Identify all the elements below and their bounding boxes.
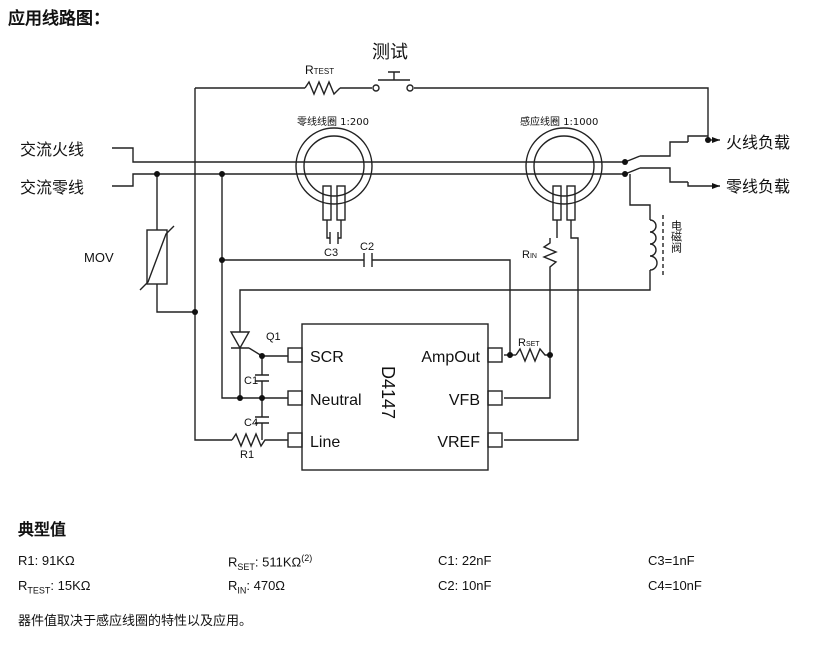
r-test-label: RTEST — [305, 63, 334, 77]
r-test-resistor — [304, 80, 341, 96]
test-button-label: 测试 — [372, 42, 408, 63]
neutral-wire — [221, 174, 288, 399]
c3-capacitor — [329, 232, 339, 244]
solenoid-wire — [239, 174, 651, 320]
test-switch — [372, 71, 414, 92]
ac-live-label: 交流火线 — [20, 140, 84, 159]
r-in-value: RIN: 470Ω — [228, 578, 286, 596]
r1-value: R1: 91KΩ — [18, 553, 75, 568]
mov-wires — [156, 174, 195, 313]
r-in-resistor — [542, 238, 558, 355]
ac-neutral-wire — [112, 173, 625, 187]
c2-wire — [222, 259, 511, 355]
sense-coil-label: 感应线圈 1:1000 — [520, 115, 598, 128]
ac-neutral-label: 交流零线 — [20, 178, 84, 197]
c2-value: C2: 10nF — [438, 578, 492, 593]
test-wire — [195, 87, 709, 140]
pin-vfb: VFB — [449, 392, 480, 409]
live-load-label: 火线负载 — [726, 133, 790, 152]
junction-dots — [154, 137, 711, 401]
r1-resistor — [231, 432, 288, 448]
r-set-value: RSET: 511KΩ(2) — [228, 553, 313, 572]
pin-neutral: Neutral — [310, 392, 362, 409]
scr-q1 — [229, 320, 288, 398]
r-set-resistor — [515, 347, 550, 363]
zero-coil-label: 零线线圈 1:200 — [297, 115, 369, 128]
test-return-wire — [194, 88, 232, 441]
c3-wires — [326, 220, 342, 239]
c1-value: C1: 22nF — [438, 553, 492, 568]
r-in-label: RIN — [522, 249, 537, 261]
mov-label: MOV — [84, 250, 114, 265]
r1-label: R1 — [240, 449, 254, 461]
mov-body — [146, 229, 168, 285]
typical-values-title: 典型值 — [18, 520, 67, 539]
c1-capacitor — [255, 356, 269, 398]
note-text: 器件值取决于感应线圈的特性以及应用。 — [18, 614, 253, 629]
ac-live-wire — [112, 147, 625, 163]
load-wires — [687, 135, 720, 187]
r-test-value: RTEST: 15KΩ — [18, 578, 91, 596]
pin-ampout: AmpOut — [421, 349, 480, 366]
pin-vref: VREF — [437, 434, 480, 451]
q1-label: Q1 — [266, 331, 281, 343]
c3-label: C3 — [324, 247, 338, 259]
c2-capacitor — [363, 253, 373, 267]
chip-name: D4147 — [378, 366, 398, 419]
zero-coil — [295, 127, 373, 221]
r-set-label: RSET — [518, 337, 540, 349]
solenoid-label: 电磁阀 — [670, 220, 683, 254]
c3-value: C3=1nF — [648, 553, 695, 568]
c4-value: C4=10nF — [648, 578, 702, 593]
pin-scr: SCR — [310, 349, 344, 366]
c4-label: C4 — [244, 417, 258, 429]
vfb-wire — [504, 355, 551, 399]
pin-line: Line — [310, 434, 340, 451]
c2-label: C2 — [360, 241, 374, 253]
circuit-diagram: 测试 RTEST 零线线圈 1:200 感应线圈 1:1000 交流火线 交流零… — [20, 42, 790, 471]
c1-label: C1 — [244, 375, 258, 387]
neutral-load-label: 零线负载 — [726, 177, 790, 196]
section-title: 应用线路图： — [8, 9, 110, 29]
sense-coil-wires — [504, 220, 579, 441]
relay-contacts — [624, 141, 688, 183]
solenoid-coil — [649, 219, 658, 271]
c4-capacitor — [255, 398, 269, 440]
